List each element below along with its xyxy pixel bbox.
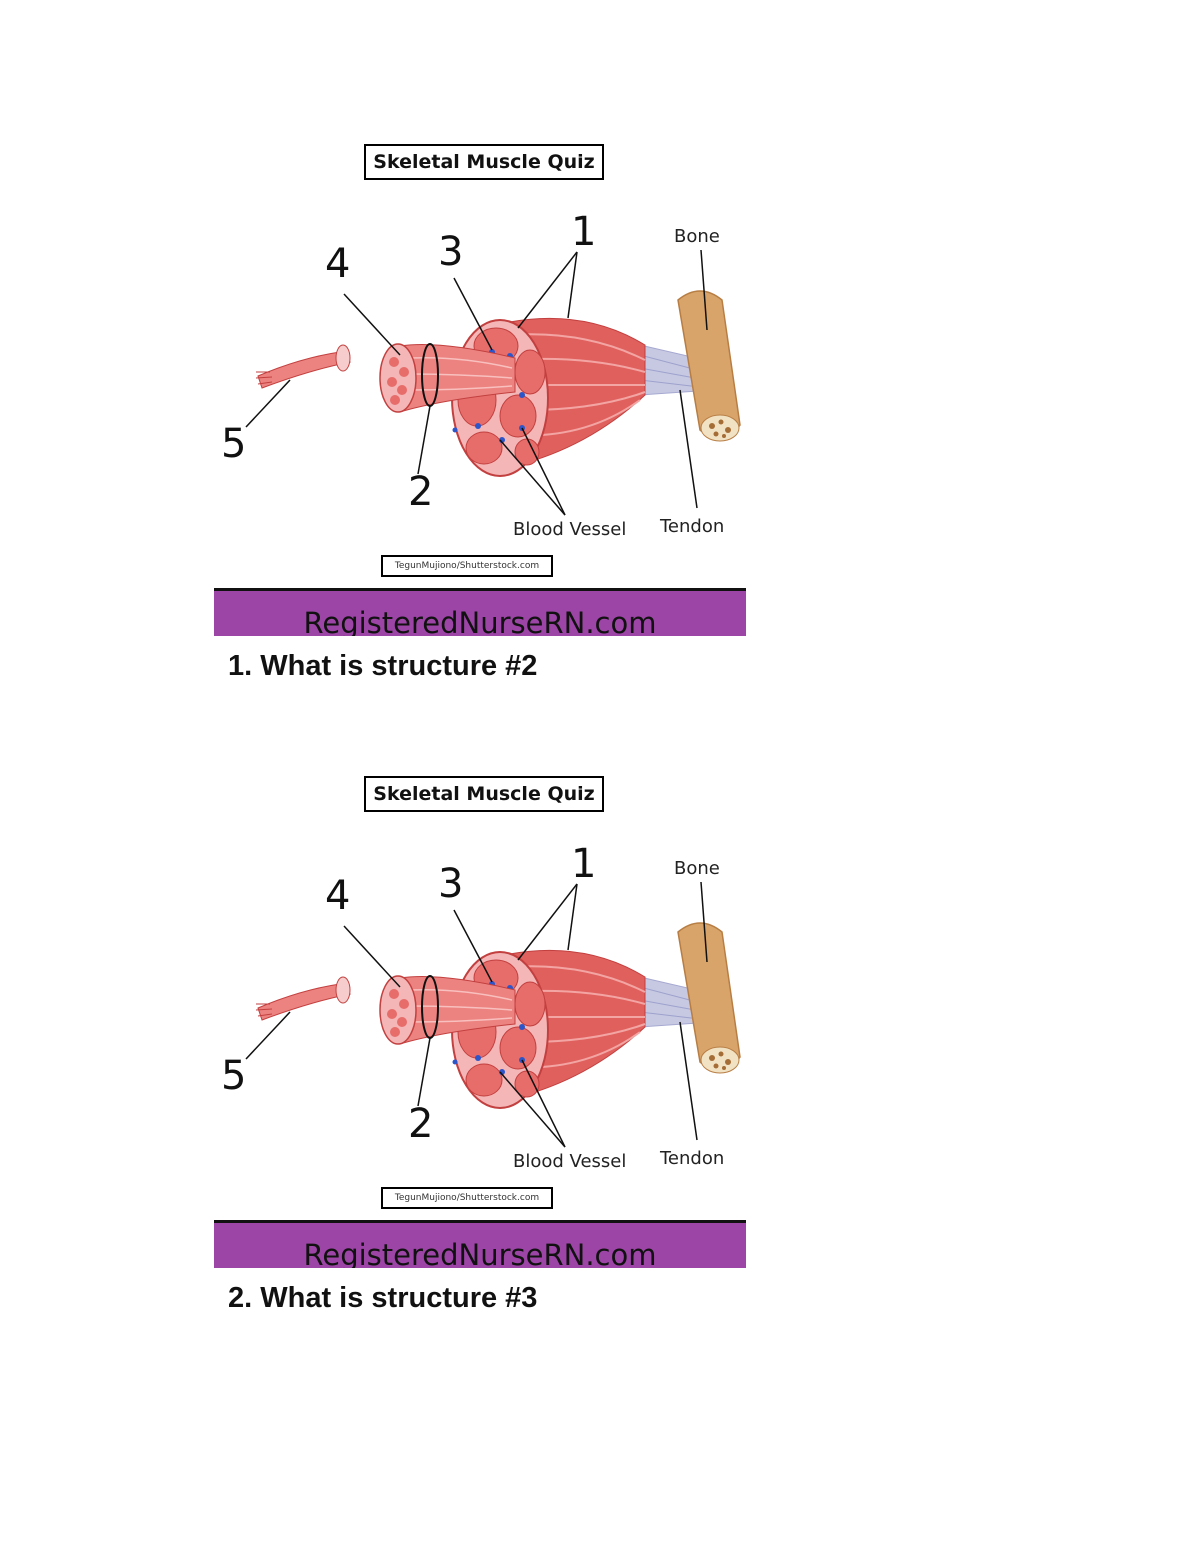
label-blood-vessel: Blood Vessel xyxy=(513,1151,627,1172)
site-banner: RegisteredNurseRN.com xyxy=(214,1220,746,1268)
image-credit: TegunMujiono/Shutterstock.com xyxy=(381,555,553,577)
quiz-title: Skeletal Muscle Quiz xyxy=(364,144,604,180)
site-banner-text: RegisteredNurseRN.com xyxy=(303,606,657,636)
quiz-block-1: Skeletal Muscle Quiz xyxy=(0,0,1200,682)
fascicle xyxy=(379,975,516,1045)
label-5: 5 xyxy=(221,421,247,467)
label-3: 3 xyxy=(438,229,464,275)
label-3: 3 xyxy=(438,861,464,907)
site-banner: RegisteredNurseRN.com xyxy=(214,588,746,636)
muscle-diagram xyxy=(245,881,741,1148)
label-tendon: Tendon xyxy=(660,516,725,537)
label-tendon: Tendon xyxy=(660,1148,725,1169)
label-2: 2 xyxy=(408,1101,434,1147)
quiz-block-2: Skeletal Muscle Quiz xyxy=(0,632,1200,1314)
image-credit: TegunMujiono/Shutterstock.com xyxy=(381,1187,553,1209)
site-banner-text: RegisteredNurseRN.com xyxy=(303,1238,657,1268)
quiz-question: 2. What is structure #3 xyxy=(228,1282,538,1314)
label-1: 1 xyxy=(571,209,597,255)
muscle-fiber xyxy=(255,344,352,389)
muscle-diagram xyxy=(245,249,741,516)
label-blood-vessel: Blood Vessel xyxy=(513,519,627,540)
bone xyxy=(677,290,741,442)
quiz-title: Skeletal Muscle Quiz xyxy=(364,776,604,812)
fascicle xyxy=(379,343,516,413)
label-4: 4 xyxy=(325,241,351,287)
label-bone: Bone xyxy=(674,226,720,247)
muscle-fiber xyxy=(255,976,352,1021)
label-5: 5 xyxy=(221,1053,247,1099)
label-1: 1 xyxy=(571,841,597,887)
label-bone: Bone xyxy=(674,858,720,879)
bone xyxy=(677,922,741,1074)
leader-lines xyxy=(245,249,708,516)
leader-lines xyxy=(245,881,708,1148)
label-2: 2 xyxy=(408,469,434,515)
quiz-question: 1. What is structure #2 xyxy=(228,650,538,682)
label-4: 4 xyxy=(325,873,351,919)
